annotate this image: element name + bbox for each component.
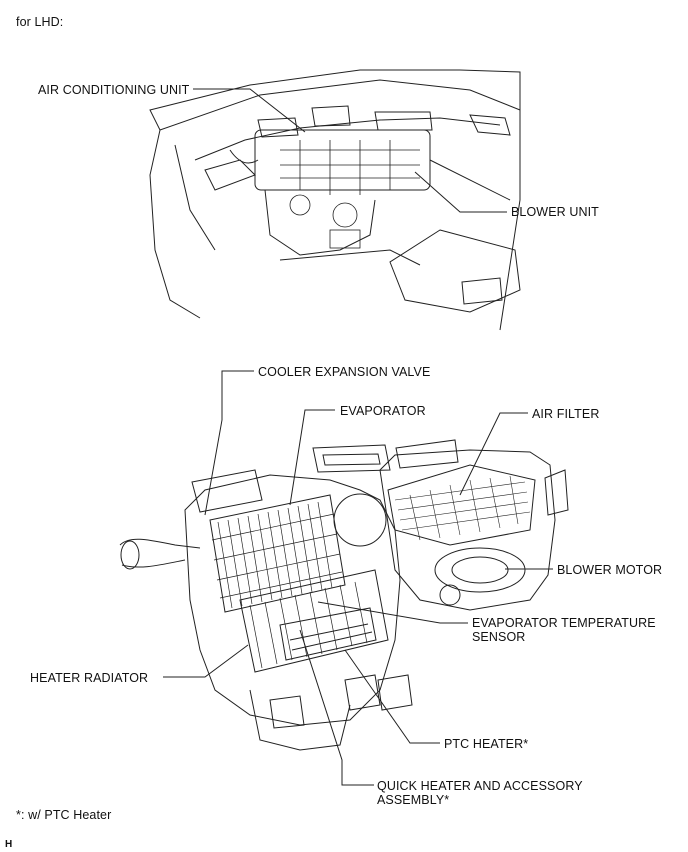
evaporator-label: EVAPORATOR xyxy=(340,404,426,418)
cooler-expansion-valve-label: COOLER EXPANSION VALVE xyxy=(258,365,431,379)
footnote: *: w/ PTC Heater xyxy=(16,808,112,822)
ptc-heater-label: PTC HEATER* xyxy=(444,737,529,751)
evaporator-temperature-sensor-label-line1: EVAPORATOR TEMPERATURE xyxy=(472,616,656,630)
dashboard-drawing xyxy=(149,69,521,331)
variant-label: for LHD: xyxy=(16,15,64,29)
air-filter-label: AIR FILTER xyxy=(532,407,600,421)
corner-mark: H xyxy=(5,839,13,850)
hvac-assembly-drawing xyxy=(119,439,569,751)
blower-unit-label: BLOWER UNIT xyxy=(511,205,599,219)
quick-heater-label-line1: QUICK HEATER AND ACCESSORY xyxy=(377,779,583,793)
leader-lines xyxy=(163,88,553,786)
evaporator-temperature-sensor-label-line2: SENSOR xyxy=(472,630,526,644)
heater-radiator-label: HEATER RADIATOR xyxy=(30,671,149,685)
quick-heater-label-line2: ASSEMBLY* xyxy=(377,793,450,807)
air-conditioning-unit-label: AIR CONDITIONING UNIT xyxy=(38,83,190,97)
blower-motor-label: BLOWER MOTOR xyxy=(557,563,663,577)
